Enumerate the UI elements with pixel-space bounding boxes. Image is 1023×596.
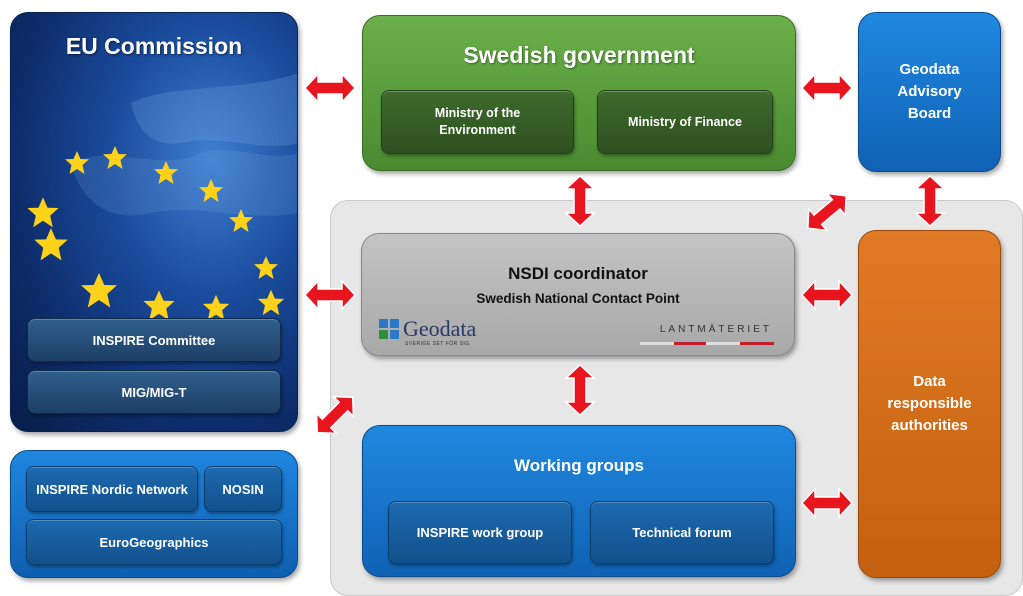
geodata-logo-text: Geodata (403, 316, 477, 341)
arrow-eu-nsdi (304, 280, 356, 310)
arrow-board-authorities (915, 175, 945, 227)
lantmateriet-logo-text: LANTMÄTERIET (659, 324, 772, 335)
eu-commission-title: EU Commission (65, 33, 243, 59)
europe-stars-graphic (27, 73, 297, 321)
arrow-gov-board (801, 73, 853, 103)
geodata-advisory-board-box[interactable]: Geodata Advisory Board (858, 12, 1001, 172)
arrow-eu-gov (304, 73, 356, 103)
data-responsible-authorities-box[interactable]: Data responsible authorities (858, 230, 1001, 578)
geodata-logo-tagline: SVERIGE SET FÖR SIG (405, 341, 470, 347)
inspire-nordic-network-box[interactable]: INSPIRE Nordic Network (26, 466, 198, 512)
inspire-committee-box[interactable]: INSPIRE Committee (27, 318, 281, 362)
lantmateriet-logo-bar (640, 342, 774, 345)
mig-box[interactable]: MIG/MIG-T (27, 370, 281, 414)
nsdi-coordinator-title: NSDI coordinator (508, 264, 648, 283)
arrow-working-authorities (801, 488, 853, 518)
data-responsible-authorities-label: Data responsible authorities (887, 373, 972, 434)
technical-forum-box[interactable]: Technical forum (590, 501, 774, 564)
nsdi-coordinator-box[interactable]: NSDI coordinator Swedish National Contac… (361, 233, 795, 356)
arrow-nsdi-authorities (801, 280, 853, 310)
geodata-logo: Geodata SVERIGE SET FÖR SIG (379, 316, 509, 348)
eu-commission-box: EU Commission (10, 12, 298, 432)
arrow-nsdi-working (565, 364, 595, 416)
inspire-work-group-box[interactable]: INSPIRE work group (388, 501, 572, 564)
arrow-gov-nsdi (565, 175, 595, 227)
nosin-box[interactable]: NOSIN (204, 466, 282, 512)
swedish-government-title: Swedish government (463, 42, 695, 68)
working-groups-title: Working groups (513, 456, 644, 475)
ministry-finance-box[interactable]: Ministry of Finance (597, 90, 773, 154)
nsdi-subtitle: Swedish National Contact Point (476, 291, 680, 306)
lantmateriet-logo: LANTMÄTERIET (640, 324, 774, 348)
geodata-advisory-board-label: Geodata Advisory Board (897, 61, 962, 122)
ministry-environment-box[interactable]: Ministry of the Environment (381, 90, 574, 154)
arrow-nsdi-nordic-diagonal (306, 386, 364, 444)
arrow-nsdi-board-diagonal (798, 184, 856, 240)
eurogeographics-box[interactable]: EuroGeographics (26, 519, 282, 565)
geodata-logo-icon (379, 319, 399, 339)
